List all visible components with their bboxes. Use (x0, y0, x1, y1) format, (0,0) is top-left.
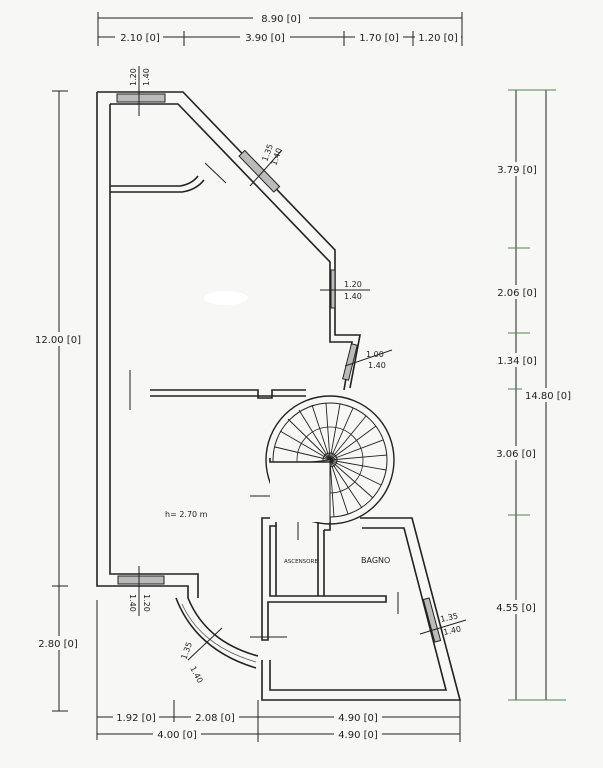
dim-top-seg-2: 3.90 [0] (245, 33, 285, 44)
dim-left-2-80: 2.80 [0] (38, 639, 78, 650)
room-labels: h= 2.70 m ASCENSORE BAGNO (165, 510, 390, 565)
room-label-bagno: BAGNO (361, 556, 390, 565)
window-w7-top: 1.35 (440, 611, 459, 624)
window-w6-top: 1.35 (179, 641, 194, 661)
dim-bottom-4-90-a: 4.90 [0] (338, 713, 378, 724)
windows: 1.20 1.40 1.35 1.40 1.20 1.40 1.00 1.40 … (116, 66, 467, 685)
dim-right-4: 3.06 [0] (496, 449, 536, 460)
window-w1-top: 1.20 (129, 68, 138, 86)
window-w5-bottom: 1.40 (128, 594, 137, 612)
window-w6-bottom: 1.40 (188, 665, 204, 685)
window-w4 (342, 343, 358, 381)
dim-bottom-4-90-b: 4.90 [0] (338, 730, 378, 741)
right-dimensions: 3.79 [0] 2.06 [0] 1.34 [0] 14.80 [0] 3.0… (494, 89, 576, 701)
dim-right-5: 4.55 [0] (496, 603, 536, 614)
dim-top-seg-4: 1.20 [0] (418, 33, 458, 44)
window-w5-top: 1.20 (142, 594, 151, 612)
bottom-dimensions: 1.92 [0] 2.08 [0] 4.90 [0] 4.00 [0] 4.90… (96, 700, 461, 742)
window-w1-bottom: 1.40 (142, 68, 151, 86)
window-w4-top: 1.00 (366, 350, 384, 359)
window-w1 (116, 93, 166, 103)
dim-bottom-2-08: 2.08 [0] (195, 713, 235, 724)
window-w4-bottom: 1.40 (368, 361, 386, 370)
window-w3-bottom: 1.40 (344, 292, 362, 301)
dim-right-2: 2.06 [0] (497, 288, 537, 299)
window-w3-top: 1.20 (344, 280, 362, 289)
room-label-ascensore: ASCENSORE (284, 559, 318, 565)
left-dimensions: 12.00 [0] 2.80 [0] (30, 90, 98, 712)
window-w2 (238, 149, 281, 193)
erased-label-mark (204, 291, 248, 305)
window-w3 (330, 269, 336, 309)
dim-right-3: 1.34 [0] (497, 356, 537, 367)
window-w5 (117, 575, 165, 585)
dim-top-seg-1: 2.10 [0] (120, 33, 160, 44)
dim-left-12: 12.00 [0] (35, 335, 81, 346)
dim-top-total: 8.90 [0] (261, 14, 301, 25)
window-w7-bottom: 1.40 (443, 624, 462, 637)
dim-bottom-4-00: 4.00 [0] (157, 730, 197, 741)
dim-top-seg-3: 1.70 [0] (359, 33, 399, 44)
dim-bottom-1-92: 1.92 [0] (116, 713, 156, 724)
spiral-staircase (265, 395, 395, 525)
ceiling-height-label: h= 2.70 m (165, 510, 208, 519)
top-dimensions: 8.90 [0] 2.10 [0] 3.90 [0] 1.70 [0] 1.20… (97, 10, 463, 46)
dim-right-1: 3.79 [0] (497, 165, 537, 176)
window-w7 (422, 597, 442, 643)
dim-right-total: 14.80 [0] (525, 391, 571, 402)
